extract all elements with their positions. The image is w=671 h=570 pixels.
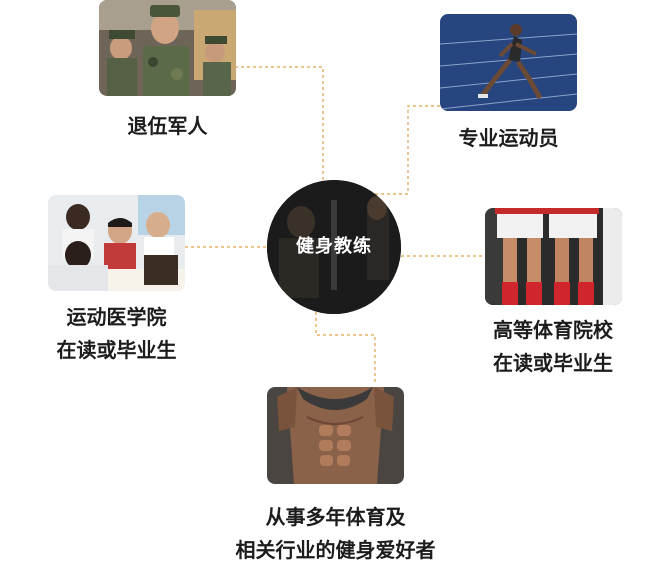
label-enthusiasts: 从事多年体育及 相关行业的健身爱好者 <box>200 501 471 567</box>
hub-title: 健身教练 <box>296 236 372 257</box>
label-veterans: 退伍军人 <box>99 110 236 143</box>
label-pe-college-line-2: 在读或毕业生 <box>493 351 613 375</box>
label-medical: 运动医学院 在读或毕业生 <box>41 301 192 367</box>
abs-photo <box>267 387 404 484</box>
connector-enthusiasts <box>315 312 376 385</box>
label-veterans-line-1: 退伍军人 <box>127 114 208 138</box>
label-enthusiasts-line-2: 相关行业的健身爱好者 <box>235 538 436 562</box>
label-medical-line-1: 运动医学院 <box>66 305 167 329</box>
soldiers-photo <box>99 0 236 96</box>
label-pe-college-line-1: 高等体育院校 <box>493 318 613 342</box>
fitness-coach-hub: 健身教练 <box>267 180 401 314</box>
connector-veterans <box>235 66 324 182</box>
label-athletes-line-1: 专业运动员 <box>458 126 559 150</box>
label-enthusiasts-line-1: 从事多年体育及 <box>265 505 406 529</box>
label-medical-line-2: 在读或毕业生 <box>56 338 177 362</box>
label-athletes: 专业运动员 <box>440 122 577 155</box>
label-pe-college: 高等体育院校 在读或毕业生 <box>474 314 632 380</box>
football-legs-photo <box>485 208 622 305</box>
students-photo <box>48 195 185 291</box>
sprinter-photo <box>440 14 577 111</box>
